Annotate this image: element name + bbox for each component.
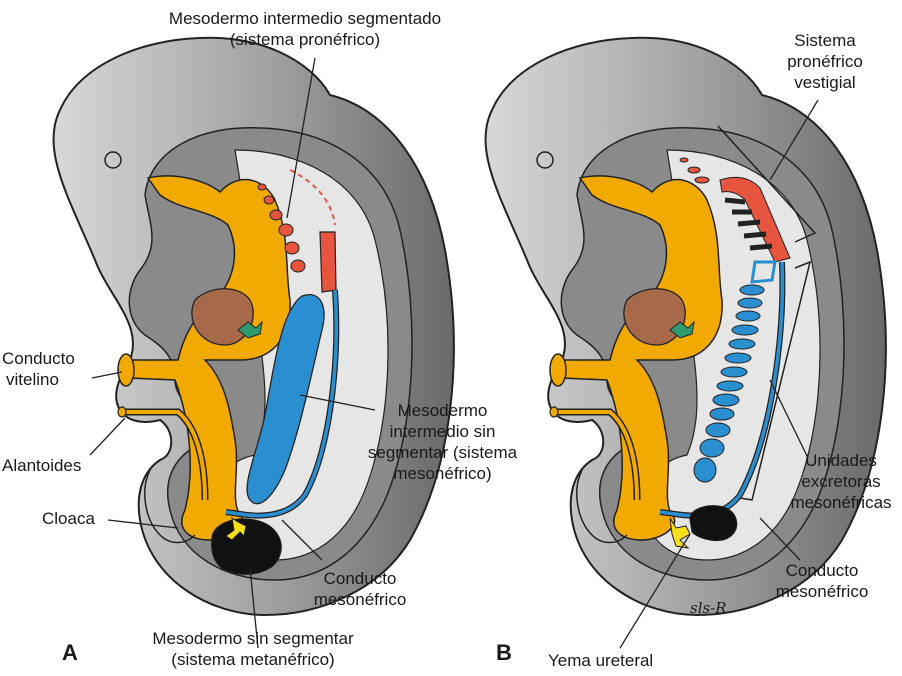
label-vitelline-line2: vitelino [2, 369, 75, 390]
label-excretory-line2: excretoras [782, 471, 900, 492]
metanephric-mass-b [690, 506, 737, 541]
label-unsegmented-line4: mesonéfrico) [360, 463, 525, 484]
label-segmented-mesoderm: Mesodermo intermedio segmentado (sistema… [155, 8, 455, 50]
label-vestigial-line2: pronéfrico [765, 51, 885, 72]
embryo-b [485, 38, 885, 615]
label-segmented-line1: Mesodermo intermedio segmentado [155, 8, 455, 29]
label-metanephric-line2: (sistema metanéfrico) [118, 649, 388, 670]
label-unsegmented-line3: segmentar (sistema [360, 442, 525, 463]
vitelline-duct-a [118, 354, 134, 386]
label-unsegmented-line1: Mesodermo [360, 400, 525, 421]
label-vestigial-line3: vestigial [765, 72, 885, 93]
label-mesonephric-duct-a: Conducto mesonéfrico [290, 568, 430, 610]
panel-label-b: B [496, 642, 512, 663]
panel-label-a: A [62, 642, 78, 663]
label-vestigial-line1: Sistema [765, 30, 885, 51]
label-mesonephric-duct-b: Conducto mesonéfrico [752, 560, 892, 602]
label-excretory-line3: mesonéfricas [782, 492, 900, 513]
label-cloaca: Cloaca [42, 508, 95, 529]
label-duct-a-line1: Conducto [290, 568, 430, 589]
label-duct-a-line2: mesonéfrico [290, 589, 430, 610]
label-vitelline-line1: Conducto [2, 348, 75, 369]
label-allantois: Alantoides [2, 455, 81, 476]
label-excretory-line1: Unidades [782, 450, 900, 471]
label-excretory-units: Unidades excretoras mesonéfricas [782, 450, 900, 513]
label-unsegmented-line2: intermedio sin [360, 421, 525, 442]
label-vestigial-pronephric: Sistema pronéfrico vestigial [765, 30, 885, 93]
label-unsegmented-mesoderm: Mesodermo intermedio sin segmentar (sist… [360, 400, 525, 484]
label-metanephric-line1: Mesodermo sin segmentar [118, 628, 388, 649]
label-ureteric-bud: Yema ureteral [548, 650, 653, 671]
label-metanephric-mesoderm: Mesodermo sin segmentar (sistema metanéf… [118, 628, 388, 670]
metanephric-mass-a [212, 519, 282, 575]
label-duct-b-line1: Conducto [752, 560, 892, 581]
embryo-a [53, 38, 453, 615]
label-vitelline-duct: Conducto vitelino [2, 348, 75, 390]
artist-signature: sls-R [690, 598, 727, 619]
label-segmented-line2: (sistema pronéfrico) [155, 29, 455, 50]
label-duct-b-line2: mesonéfrico [752, 581, 892, 602]
